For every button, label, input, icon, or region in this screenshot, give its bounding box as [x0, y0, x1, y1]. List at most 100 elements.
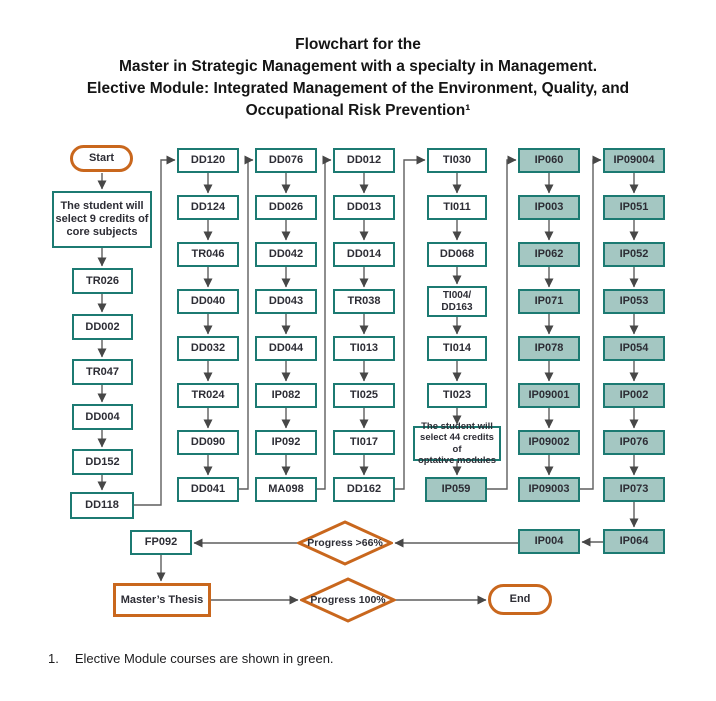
- node-label: DD041: [190, 483, 226, 496]
- flow-connector: [580, 155, 602, 490]
- node-IP054: IP054: [603, 336, 665, 361]
- node-IP060: IP060: [518, 148, 580, 173]
- node-IP09001: IP09001: [518, 383, 580, 408]
- node-label: DD118: [85, 499, 119, 512]
- node-label: IP059: [441, 483, 471, 496]
- node-label: IP004: [534, 535, 564, 548]
- flow-connector: [239, 155, 254, 490]
- node-DD042: DD042: [255, 242, 317, 267]
- chart-title: Flowchart for the Master in Strategic Ma…: [0, 34, 716, 122]
- title-line-4: Occupational Risk Prevention¹: [245, 102, 471, 119]
- node-label: IP082: [271, 389, 301, 402]
- node-label: The student will select 44 credits of op…: [417, 421, 497, 466]
- node-label: DD042: [268, 248, 304, 261]
- title-line-3: Elective Module: Integrated Management o…: [86, 80, 630, 97]
- node-opt44: The student will select 44 credits of op…: [413, 421, 501, 466]
- node-label: DD040: [190, 295, 226, 308]
- node-prog100: Progress 100%: [300, 577, 396, 623]
- node-DD026: DD026: [255, 195, 317, 220]
- node-TR038: TR038: [333, 289, 395, 314]
- node-TI013: TI013: [333, 336, 395, 361]
- node-IP071: IP071: [518, 289, 580, 314]
- flow-connector: [317, 155, 332, 490]
- title-line-1: Flowchart for the: [295, 36, 421, 53]
- node-thesis: Master’s Thesis: [113, 583, 211, 617]
- node-IP076: IP076: [603, 430, 665, 455]
- node-label: IP078: [534, 342, 564, 355]
- node-label: TI025: [349, 389, 379, 402]
- node-label: IP09004: [613, 154, 655, 167]
- node-label: MA098: [268, 483, 304, 496]
- node-IP003: IP003: [518, 195, 580, 220]
- node-IP064: IP064: [603, 529, 665, 554]
- node-label: TI030: [442, 154, 472, 167]
- node-label: IP071: [534, 295, 564, 308]
- node-label: IP002: [619, 389, 649, 402]
- node-label: TR026: [85, 274, 120, 287]
- node-DD124: DD124: [177, 195, 239, 220]
- node-TR026: TR026: [72, 268, 133, 294]
- node-TI011: TI011: [427, 195, 487, 220]
- node-TI017: TI017: [333, 430, 395, 455]
- node-label: TI023: [442, 389, 472, 402]
- node-label: DD090: [190, 436, 226, 449]
- node-prog66: Progress >66%: [297, 520, 393, 566]
- node-IP09004: IP09004: [603, 148, 665, 173]
- node-label: IP076: [619, 436, 649, 449]
- footnote: 1. Elective Module courses are shown in …: [48, 651, 334, 666]
- node-IP053: IP053: [603, 289, 665, 314]
- node-DD012: DD012: [333, 148, 395, 173]
- node-IP09002: IP09002: [518, 430, 580, 455]
- node-core9: The student will select 9 credits of cor…: [52, 191, 152, 248]
- node-label: IP09003: [528, 483, 570, 496]
- node-TR024: TR024: [177, 383, 239, 408]
- node-IP092: IP092: [255, 430, 317, 455]
- node-DD004: DD004: [72, 404, 133, 430]
- node-label: TR046: [191, 248, 225, 261]
- node-label: DD076: [268, 154, 304, 167]
- node-label: TI014: [442, 342, 472, 355]
- node-label: IP064: [619, 535, 649, 548]
- node-label: DD032: [190, 342, 226, 355]
- node-label: DD004: [85, 410, 120, 423]
- node-label: TR024: [191, 389, 225, 402]
- node-label: TI004/ DD163: [441, 289, 473, 313]
- node-TI014: TI014: [427, 336, 487, 361]
- node-label: IP053: [619, 295, 649, 308]
- node-DD013: DD013: [333, 195, 395, 220]
- node-TI025: TI025: [333, 383, 395, 408]
- node-label: TI011: [443, 201, 471, 214]
- node-label: DD120: [190, 154, 226, 167]
- node-label: DD068: [439, 248, 475, 261]
- node-label: DD152: [85, 455, 120, 468]
- title-line-2: Master in Strategic Management with a sp…: [118, 58, 598, 75]
- node-DD076: DD076: [255, 148, 317, 173]
- node-DD044: DD044: [255, 336, 317, 361]
- node-end: End: [488, 584, 552, 615]
- node-DD032: DD032: [177, 336, 239, 361]
- node-DD002: DD002: [72, 314, 133, 340]
- node-label: IP092: [271, 436, 301, 449]
- node-label: DD043: [268, 295, 304, 308]
- node-label: TR047: [85, 365, 120, 378]
- node-IP002: IP002: [603, 383, 665, 408]
- node-TR046: TR046: [177, 242, 239, 267]
- node-label: DD013: [346, 201, 382, 214]
- footnote-number: 1.: [48, 651, 59, 666]
- node-TI023: TI023: [427, 383, 487, 408]
- node-label: FP092: [144, 536, 178, 549]
- node-DD120: DD120: [177, 148, 239, 173]
- node-label: DD162: [346, 483, 382, 496]
- node-IP051: IP051: [603, 195, 665, 220]
- node-label: IP052: [619, 248, 649, 261]
- node-label: IP062: [534, 248, 564, 261]
- node-DD041: DD041: [177, 477, 239, 502]
- node-DD118: DD118: [70, 492, 134, 519]
- node-label: TI017: [349, 436, 379, 449]
- node-DD162: DD162: [333, 477, 395, 502]
- node-DD040: DD040: [177, 289, 239, 314]
- node-label: Progress 100%: [310, 593, 386, 606]
- node-DD014: DD014: [333, 242, 395, 267]
